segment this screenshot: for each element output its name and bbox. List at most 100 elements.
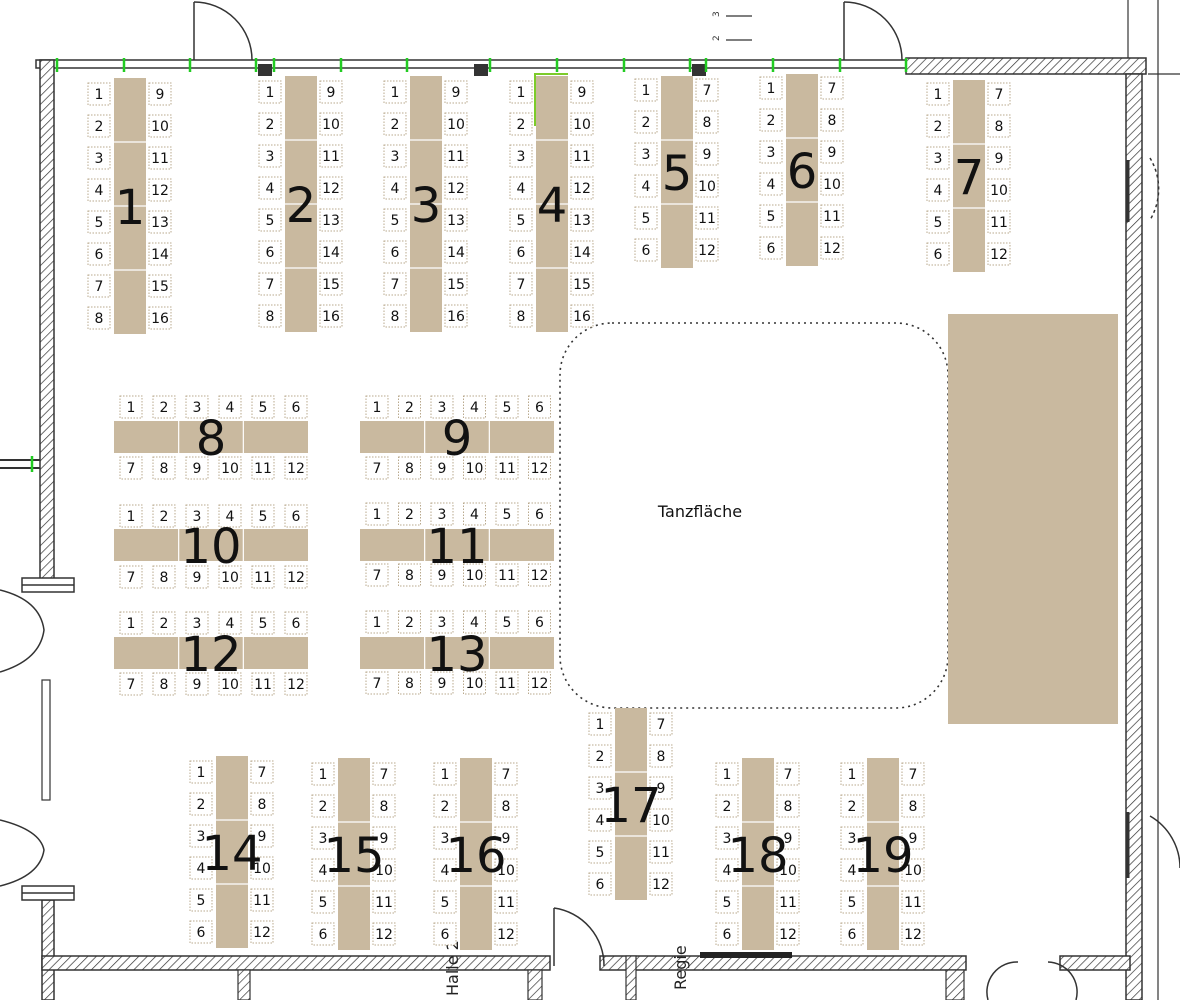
seat[interactable] [634,78,658,102]
seat[interactable] [365,610,389,634]
seat[interactable] [495,563,519,587]
seat[interactable] [258,208,282,232]
seat[interactable] [840,890,864,914]
seat[interactable] [433,922,457,946]
seat[interactable] [509,176,533,200]
seat[interactable] [189,920,213,944]
seat[interactable] [430,395,454,419]
seat[interactable] [383,112,407,136]
seat[interactable] [634,142,658,166]
seat[interactable] [189,856,213,880]
seat[interactable] [649,808,673,832]
seat[interactable] [901,858,925,882]
seat[interactable] [695,78,719,102]
seat[interactable] [509,144,533,168]
seat[interactable] [430,610,454,634]
seat[interactable] [87,82,111,106]
seat[interactable] [463,395,486,419]
seat[interactable] [284,395,308,419]
seat[interactable] [365,502,389,526]
seat[interactable] [588,872,612,896]
seat[interactable] [148,146,172,170]
seat[interactable] [148,82,172,106]
seat[interactable] [901,826,925,850]
seat[interactable] [444,112,468,136]
seat[interactable] [634,238,658,262]
seat[interactable] [398,671,421,695]
seat[interactable] [319,112,343,136]
seat[interactable] [218,395,242,419]
seat[interactable] [433,858,457,882]
seat[interactable] [311,794,335,818]
seat[interactable] [119,611,143,635]
seat[interactable] [987,178,1011,202]
seat[interactable] [987,146,1011,170]
door-bottom-middle[interactable] [553,907,605,967]
door-bottom-right[interactable] [986,961,1078,1000]
seat[interactable] [430,563,454,587]
seat[interactable] [284,504,308,528]
seat[interactable] [509,272,533,296]
seat[interactable] [430,502,454,526]
seat[interactable] [570,304,594,328]
seat[interactable] [494,762,518,786]
seat[interactable] [383,240,407,264]
seat[interactable] [251,611,275,635]
seat[interactable] [372,762,396,786]
door-right-upper[interactable] [1126,157,1160,222]
seat[interactable] [715,890,739,914]
seat[interactable] [250,920,274,944]
seat[interactable] [311,858,335,882]
seat[interactable] [926,82,950,106]
seat[interactable] [398,456,421,480]
seat[interactable] [444,304,468,328]
seat[interactable] [258,240,282,264]
seat[interactable] [444,240,468,264]
seat[interactable] [148,178,172,202]
seat[interactable] [250,824,274,848]
seat[interactable] [570,144,594,168]
seat[interactable] [509,112,533,136]
seat[interactable] [372,890,396,914]
seat[interactable] [284,672,308,696]
seat[interactable] [319,304,343,328]
seat[interactable] [311,922,335,946]
seat[interactable] [250,856,274,880]
seat[interactable] [695,174,719,198]
seat[interactable] [840,858,864,882]
seat[interactable] [509,208,533,232]
seat[interactable] [926,146,950,170]
seat[interactable] [926,242,950,266]
seat[interactable] [926,178,950,202]
seat[interactable] [494,794,518,818]
seat[interactable] [433,794,457,818]
seat[interactable] [840,826,864,850]
seat[interactable] [634,110,658,134]
seat[interactable] [444,176,468,200]
seat[interactable] [372,858,396,882]
seat[interactable] [463,610,486,634]
seat[interactable] [820,236,844,260]
seat[interactable] [372,826,396,850]
seat[interactable] [463,671,486,695]
seat[interactable] [820,140,844,164]
seat[interactable] [588,712,612,736]
seat[interactable] [311,762,335,786]
seat[interactable] [820,76,844,100]
seat[interactable] [634,206,658,230]
seat[interactable] [87,242,111,266]
seat[interactable] [152,565,176,589]
seat[interactable] [119,672,143,696]
seat[interactable] [987,82,1011,106]
seat[interactable] [649,744,673,768]
seat[interactable] [649,712,673,736]
